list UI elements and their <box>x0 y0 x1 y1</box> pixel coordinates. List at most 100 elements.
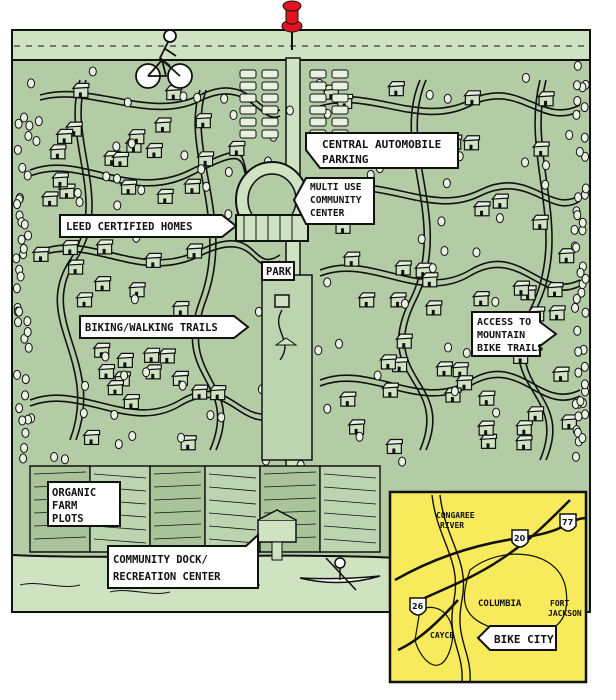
parked-car <box>261 117 279 127</box>
tree <box>13 199 22 210</box>
house <box>385 438 403 455</box>
house <box>93 276 112 292</box>
label-farm-line1: ORGANIC <box>52 487 96 499</box>
parked-car <box>239 117 257 127</box>
label-mountain-line2: MOUNTAIN <box>477 330 525 341</box>
house <box>545 282 564 298</box>
tree <box>574 367 583 378</box>
tree <box>541 179 550 190</box>
label-cc-line2: COMMUNITY <box>310 195 362 206</box>
tree <box>580 132 589 143</box>
label-parking: CENTRAL AUTOMOBILE PARKING <box>305 132 459 169</box>
house <box>106 380 125 396</box>
tree <box>472 247 481 258</box>
tree <box>128 431 137 442</box>
tree <box>202 181 211 192</box>
tree <box>23 170 32 181</box>
label-farm-line3: PLOTS <box>52 513 84 525</box>
tree <box>16 271 25 282</box>
label-trails-text: BIKING/WALKING TRAILS <box>85 322 218 334</box>
house <box>145 142 164 159</box>
park-area <box>261 274 313 461</box>
parked-car <box>309 93 327 103</box>
house <box>450 362 469 378</box>
house <box>394 333 413 349</box>
tree <box>444 342 453 353</box>
top-road <box>11 29 591 61</box>
farm-furrow <box>208 499 257 505</box>
tree <box>23 326 32 337</box>
inset-highway-26 <box>397 599 459 652</box>
parked-car <box>309 69 327 79</box>
house <box>143 252 162 268</box>
tree <box>314 345 323 356</box>
farm-furrow <box>208 538 257 544</box>
parked-car <box>239 93 257 103</box>
house <box>536 91 555 107</box>
house <box>208 385 227 401</box>
label-cc-line3: CENTER <box>310 208 345 219</box>
tree <box>443 93 452 104</box>
house <box>472 201 491 217</box>
shield-26-icon: 26 <box>409 597 427 616</box>
tree <box>323 277 332 288</box>
tree <box>110 409 119 420</box>
house <box>196 151 215 167</box>
tree <box>425 89 434 100</box>
house <box>471 291 490 307</box>
tree <box>120 370 129 381</box>
tree <box>217 412 226 423</box>
parked-car <box>239 69 257 79</box>
label-dock-line2: RECREATION CENTER <box>113 571 221 583</box>
tree <box>24 230 33 241</box>
tree <box>581 273 590 284</box>
tree <box>73 187 82 198</box>
tree <box>113 173 122 184</box>
tree <box>572 109 581 120</box>
tree <box>580 102 589 113</box>
inset-cayce-outline <box>414 606 454 666</box>
house <box>157 348 176 364</box>
tree <box>398 456 407 467</box>
house <box>387 81 405 97</box>
tree <box>541 160 550 171</box>
tree <box>13 144 22 155</box>
tree <box>34 116 43 127</box>
label-dock-line1: COMMUNITY DOCK/ <box>113 554 208 566</box>
farm-furrow <box>208 486 257 492</box>
label-park-text: PARK <box>266 266 292 278</box>
parked-car <box>239 105 257 115</box>
farm-furrow <box>323 486 377 492</box>
tree <box>400 298 409 309</box>
house <box>64 121 83 137</box>
tree <box>575 146 584 157</box>
tree <box>113 200 122 211</box>
house <box>127 282 146 298</box>
house <box>71 82 90 99</box>
tree <box>572 242 581 253</box>
house <box>97 363 116 380</box>
farm-furrow <box>208 525 257 531</box>
parked-car <box>239 81 257 91</box>
house <box>557 248 576 264</box>
parked-car <box>261 105 279 115</box>
house <box>338 391 357 407</box>
tree <box>574 411 583 422</box>
inset-river-line2: RIVER <box>440 521 464 530</box>
tree <box>123 97 132 108</box>
house <box>227 140 246 157</box>
tree <box>206 410 215 421</box>
tree <box>20 219 29 230</box>
label-mountain-line1: ACCESS TO <box>477 317 531 328</box>
tree <box>14 317 23 328</box>
tree <box>576 267 585 278</box>
community-center-building <box>235 161 309 242</box>
tree <box>229 109 238 120</box>
house <box>119 179 138 195</box>
house <box>462 135 481 151</box>
label-parking-line1: CENTRAL AUTOMOBILE <box>322 138 441 151</box>
house <box>476 420 495 436</box>
tree <box>573 80 582 91</box>
house <box>190 384 209 400</box>
